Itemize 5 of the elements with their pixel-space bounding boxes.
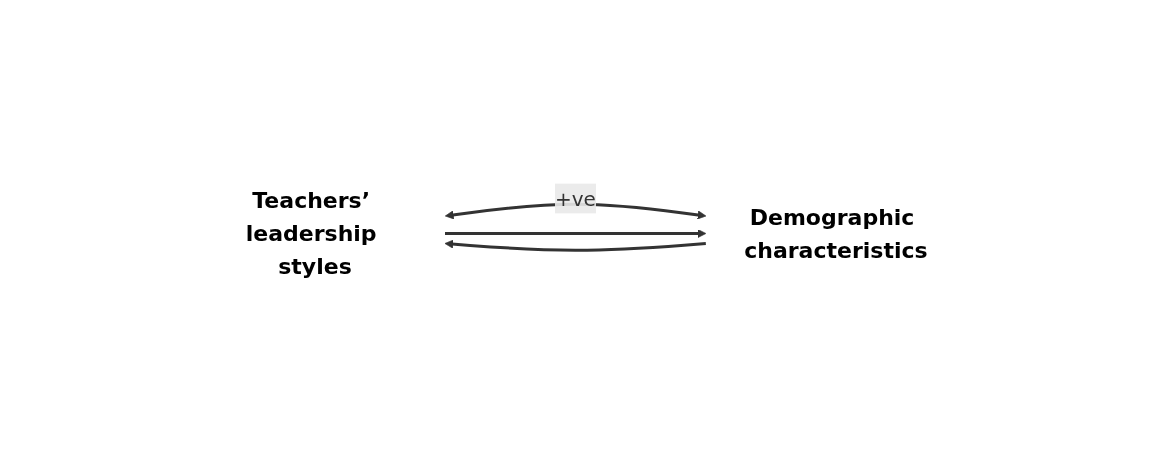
arrow xyxy=(445,229,707,238)
edge-label: +ve xyxy=(555,186,596,211)
node-text: Teachers’ leadership styles xyxy=(245,188,377,279)
node-text: Demographic characteristics xyxy=(744,204,928,263)
arrow xyxy=(444,239,707,252)
